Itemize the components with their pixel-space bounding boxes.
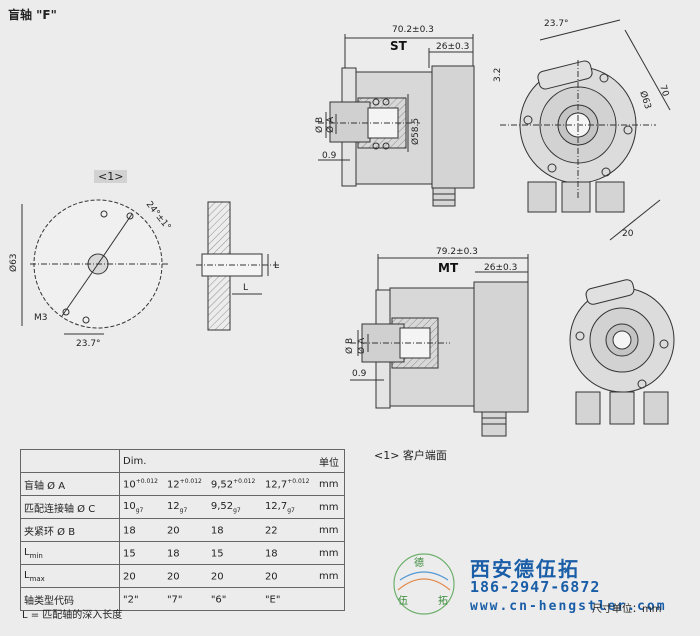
dim-phi-63: Ø63 [637, 90, 653, 111]
callout-tag: <1> [94, 170, 128, 183]
value-cell: 20 [163, 518, 208, 542]
dim-20: 20 [622, 229, 634, 239]
dim-3-2: 3.2 [493, 68, 503, 82]
st-phi-58: Ø58.5 [410, 118, 421, 145]
dim-70: 70 [657, 84, 670, 98]
st-length-dim: 70.2±0.3 [392, 25, 434, 35]
table-footnote: L = 匹配轴的深入长度 [22, 610, 123, 621]
value-cell: 18 [207, 518, 262, 542]
row-label: Lmin [20, 541, 120, 565]
unit-cell: mm [316, 518, 345, 542]
row-label: Lmax [20, 564, 120, 588]
value-cell: 12,7+0.012 [261, 472, 317, 496]
mt-flange-dim: 26±0.3 [484, 263, 517, 273]
value-cell: 10+0.012 [119, 472, 164, 496]
mt-side-view [350, 254, 529, 437]
value-cell: 9,52g7 [207, 495, 262, 519]
mt-front-view [569, 279, 675, 425]
value-cell: 12g7 [163, 495, 208, 519]
value-cell: 10g7 [119, 495, 164, 519]
st-front-view [500, 19, 671, 241]
l-label: L [243, 283, 248, 293]
angle-23-7: 23.7° [544, 19, 569, 29]
mt-length-dim: 79.2±0.3 [436, 247, 478, 257]
value-cell: "2" [119, 587, 164, 611]
unit-note: 尺寸单位：mm [592, 604, 662, 615]
value-cell: 12+0.012 [163, 472, 208, 496]
table-row: 轴类型代码"2""7""6""E" [20, 587, 345, 611]
value-cell: "7" [163, 587, 208, 611]
value-cell: 20 [261, 564, 317, 588]
mt-gap-dim: 0.9 [352, 369, 367, 379]
row-label: 匹配连接轴 Ø C [20, 495, 120, 519]
unit-cell [316, 587, 345, 611]
value-cell: "E" [261, 587, 317, 611]
st-phi-b: Ø B [314, 117, 325, 133]
company-phone: 186-2947-6872 [470, 578, 601, 596]
row-label: 轴类型代码 [20, 587, 120, 611]
st-side-view [318, 34, 475, 207]
value-cell: 18 [119, 518, 164, 542]
unit-cell: mm [316, 472, 345, 496]
mt-label: MT [438, 261, 459, 275]
mt-phi-a: Ø A [356, 337, 367, 354]
value-cell: 20 [163, 564, 208, 588]
value-cell: 20 [119, 564, 164, 588]
st-flange-dim: 26±0.3 [436, 42, 469, 52]
table-header-row: Dim. 单位 [20, 449, 345, 473]
angle-23-7-left: 23.7° [76, 339, 101, 349]
unit-cell: mm [316, 495, 345, 519]
header-label-cell [20, 449, 120, 473]
value-cell: 15 [119, 541, 164, 565]
row-label: 盲轴 Ø A [20, 472, 120, 496]
m3-label: M3 [34, 313, 48, 323]
value-cell: 15 [207, 541, 262, 565]
header-unit-cell: 单位 [319, 457, 340, 469]
value-cell: 22 [261, 518, 317, 542]
st-gap-dim: 0.9 [322, 151, 337, 161]
value-cell: "6" [207, 587, 262, 611]
l-label-side: L [274, 261, 279, 271]
customer-face-view [21, 199, 280, 335]
mt-phi-b: Ø B [344, 338, 355, 354]
value-cell: 18 [163, 541, 208, 565]
company-url: www.cn-hengstler.com [470, 599, 667, 614]
phi-63-left: Ø63 [8, 253, 19, 272]
st-label: ST [390, 39, 408, 53]
value-cell: 18 [261, 541, 317, 565]
row-label: 夹紧环 Ø B [20, 518, 120, 542]
callout-note: <1> 客户端面 [374, 449, 447, 462]
unit-cell: mm [316, 541, 345, 565]
company-name: 西安德伍拓 [470, 557, 580, 581]
st-phi-a: Ø A [325, 116, 336, 133]
watermark-seal [393, 553, 455, 615]
page-title: 盲轴 "F" [8, 8, 57, 22]
seal-char-3: 拓 [438, 595, 448, 607]
unit-cell: mm [316, 564, 345, 588]
value-cell: 9,52+0.012 [207, 472, 262, 496]
header-dim-cell: Dim. [123, 455, 147, 467]
seal-char-2: 伍 [398, 595, 408, 607]
value-cell: 12,7g7 [261, 495, 317, 519]
value-cell: 20 [207, 564, 262, 588]
seal-char-1: 德 [414, 556, 424, 569]
